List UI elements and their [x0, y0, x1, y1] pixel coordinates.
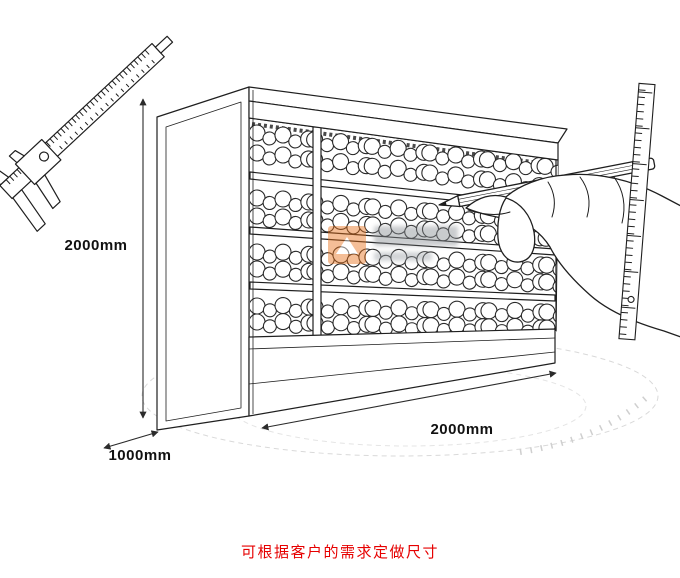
- depth-dimension-label: 1000mm: [108, 447, 172, 464]
- fridge-canopy-fascia: [248, 100, 559, 161]
- fridge-base: [248, 328, 556, 417]
- height-dimension-label: 2000mm: [64, 237, 128, 254]
- depth-dimension-line: [103, 430, 159, 450]
- custom-size-caption: 可根据客户的需求定做尺寸: [240, 544, 439, 561]
- fridge-illustration: [156, 86, 568, 431]
- produce-display: [250, 122, 558, 340]
- fridge-side-panel: [156, 86, 250, 431]
- thumb: [497, 197, 536, 263]
- hand-with-pencil: [438, 157, 680, 338]
- width-dimension-label: 2000mm: [430, 421, 494, 438]
- ruler-icon: [618, 82, 656, 341]
- width-dimension-line: [261, 370, 557, 431]
- dimension-lines: [103, 98, 557, 450]
- shelf-support-post: [312, 126, 322, 337]
- vernier-caliper-icon: [0, 35, 174, 232]
